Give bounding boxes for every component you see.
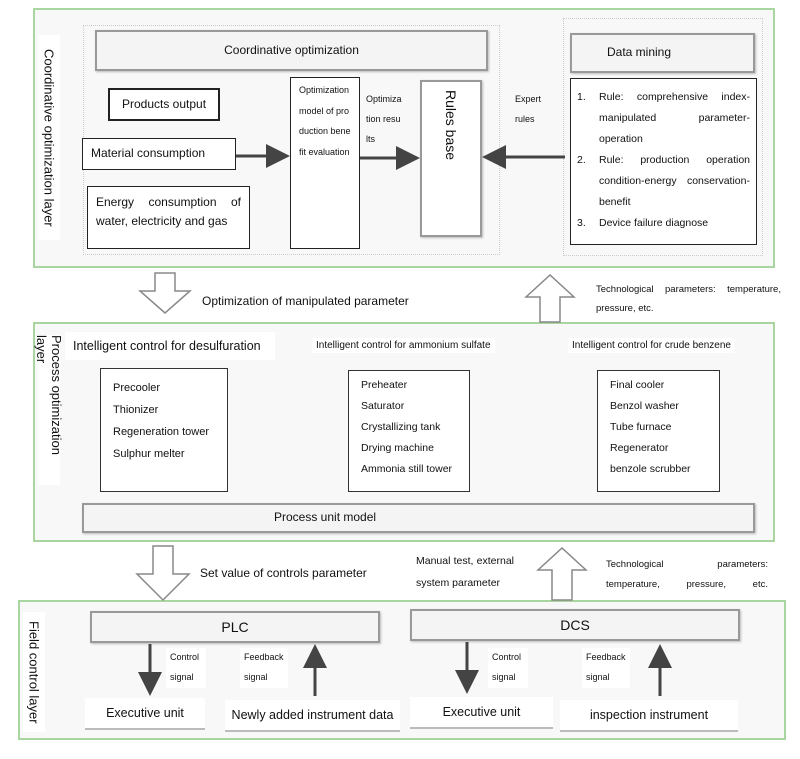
executive-unit-dcs: Executive unit <box>410 697 553 729</box>
rule-number: 3. <box>577 217 586 229</box>
equipment-item: Regeneration tower <box>113 426 210 438</box>
coordinative-optimization-box: Coordinative optimization <box>95 30 488 71</box>
rule-number: 1. <box>577 91 586 103</box>
material-consumption-box: Material consumption <box>82 138 236 170</box>
equipment-item: Sulphur melter <box>113 448 185 460</box>
technological-params-label: Technological parameters: temperature, p… <box>596 284 781 314</box>
rule-text: Rule: comprehensive index-manipulated pa… <box>599 91 750 145</box>
feedback-signal-label: Feedback signal <box>582 648 630 688</box>
feedback-signal-label: Feedback signal <box>240 648 288 688</box>
equipment-item: Preheater <box>361 379 408 391</box>
equipment-item: benzole scrubber <box>610 463 691 475</box>
desulfuration-control: Intelligent control for desulfuration <box>65 332 275 360</box>
manual-test-label: Manual test, external system parameter <box>416 555 514 590</box>
plc-box: PLC <box>90 611 380 643</box>
hollow-arrow-up-1 <box>524 273 576 323</box>
equipment-item: Regenerator <box>610 442 669 454</box>
rule-item: 3. Device failure diagnose <box>577 213 750 234</box>
rule-item: 2. Rule: production operation condition-e… <box>577 150 750 213</box>
equipment-item: Saturator <box>361 400 405 412</box>
rule-number: 2. <box>577 154 586 166</box>
rules-list: 1. Rule: comprehensive index-manipulated … <box>570 78 757 245</box>
hollow-arrow-down-2 <box>135 545 191 602</box>
rules-base-label: Rules base <box>443 90 459 161</box>
newly-added-instrument-box: Newly added instrument data <box>225 700 400 732</box>
equipment-item: Crystallizing tank <box>361 421 441 433</box>
process-unit-model: Process unit model <box>82 503 755 533</box>
equipment-item: Tube furnace <box>610 421 672 433</box>
executive-unit-plc: Executive unit <box>85 698 205 730</box>
rules-base-box: Rules base <box>420 80 482 237</box>
products-output-box: Products output <box>108 88 220 121</box>
equipment-item: Benzol washer <box>610 400 679 412</box>
data-mining-box: Data mining <box>570 33 755 73</box>
rule-item: 1. Rule: comprehensive index-manipulated … <box>577 87 750 150</box>
optimization-manipulated-label: Optimization of manipulated parameter <box>202 294 409 308</box>
set-value-label: Set value of controls parameter <box>200 566 367 580</box>
crude-benzene-control: Intelligent control for crude benzene <box>568 338 735 353</box>
ammonium-sulfate-control: Intelligent control for ammonium sulfate <box>312 338 495 353</box>
equipment-item: Precooler <box>113 382 161 394</box>
technological-params-label-2: Technological parameters: temperature, p… <box>606 559 768 590</box>
optimization-results-label: Optimization results <box>366 94 402 144</box>
rule-text: Device failure diagnose <box>599 217 709 229</box>
expert-rules-label: Expert rules <box>515 94 542 124</box>
layer-label: Field control layer <box>23 612 45 732</box>
equipment-item: Thionizer <box>113 404 159 416</box>
layer-label: Coordinative optimization layer <box>38 35 60 240</box>
dcs-box: DCS <box>410 609 740 641</box>
energy-consumption-box: Energy consumption of water, electricity… <box>87 186 250 249</box>
rule-text: Rule: production operation condition-ene… <box>599 154 750 208</box>
control-signal-label: Control signal <box>166 648 206 688</box>
hollow-arrow-down-1 <box>138 272 192 314</box>
inspection-instrument-box: inspection instrument <box>560 700 738 732</box>
optimization-model-box: Optimization model of production benefit… <box>290 77 360 249</box>
hollow-arrow-up-2 <box>536 546 588 601</box>
equipment-item: Ammonia still tower <box>361 463 453 475</box>
data-mining-region <box>563 18 763 256</box>
equipment-item: Drying machine <box>361 442 434 454</box>
equipment-item: Final cooler <box>610 379 665 391</box>
control-signal-label: Control signal <box>488 648 528 688</box>
